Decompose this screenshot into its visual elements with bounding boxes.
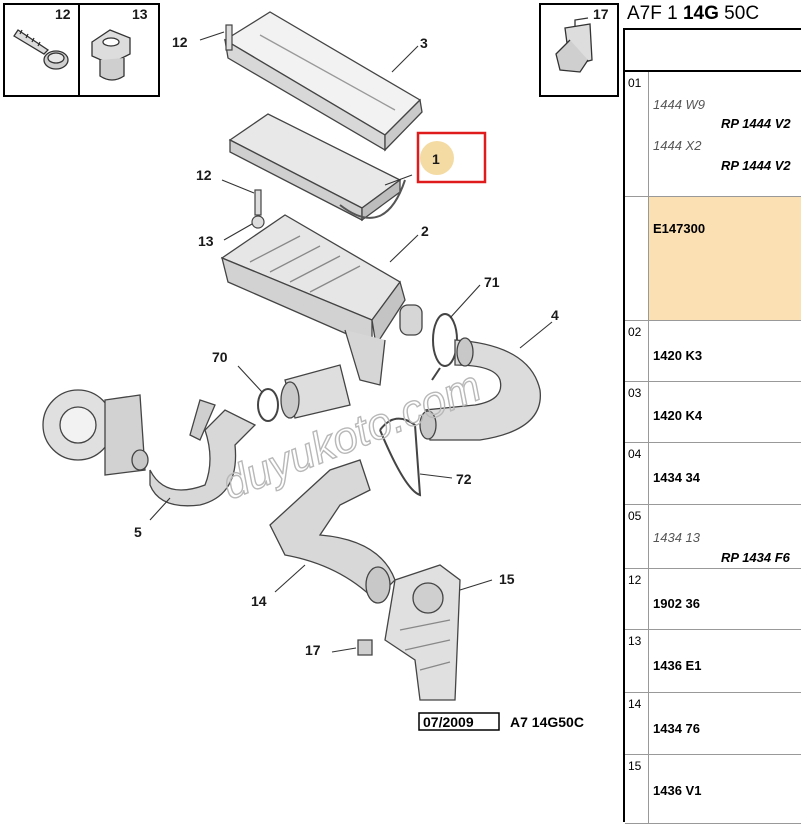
row-number: 12: [625, 569, 649, 629]
leader-lines: [149, 31, 553, 653]
row-number: 13: [625, 630, 649, 692]
part-ref: E147300: [653, 221, 706, 236]
footer-code: A7 14G50C: [510, 714, 584, 730]
table-row: 15 1436 V1: [625, 755, 801, 824]
header-part2: 14G: [682, 3, 719, 24]
part-ref: 1420 K3: [653, 348, 703, 363]
table-row: E147300: [625, 197, 801, 321]
footer-date: 07/2009: [423, 714, 474, 730]
callout-label: 13: [132, 6, 148, 22]
part-ref: 1420 K4: [653, 408, 703, 423]
bracket-15-part: [384, 564, 461, 701]
callout-label: 71: [484, 274, 500, 290]
row-cell: E147300: [649, 197, 801, 320]
callout-label: 17: [305, 642, 321, 658]
row-cell: 1420 K4: [649, 382, 801, 442]
air-filter-element-part: [228, 113, 406, 222]
panel-header: A7F 1 14G 50C: [623, 0, 801, 28]
airflow-sensor-part: [280, 364, 351, 419]
callout-label: 17: [593, 6, 609, 22]
part-ref: 1434 13: [653, 530, 700, 545]
table-row: 05 1434 13 RP 1434 F6: [625, 505, 801, 569]
row-number: 02: [625, 321, 649, 381]
part-ref: 1902 36: [653, 596, 700, 611]
row-cell: 1434 13 RP 1434 F6: [649, 505, 801, 568]
callout-label: 12: [55, 6, 71, 22]
part-ref: 1436 V1: [653, 783, 702, 798]
header-part3: 50C: [718, 3, 760, 24]
parts-table: 01 1444 W9 RP 1444 V2 1444 X2 RP 1444 V2 E147…: [623, 28, 801, 824]
intake-duct-14-part: [269, 459, 396, 604]
callout-label: 15: [499, 571, 515, 587]
table-row: 14 1434 76: [625, 693, 801, 755]
row-cell: 1436 E1: [649, 630, 801, 692]
replacement-ref: RP 1444 V2: [721, 116, 791, 131]
row-cell: 1444 W9 RP 1444 V2 1444 X2 RP 1444 V2: [649, 72, 801, 196]
row-number: 01: [625, 72, 649, 196]
table-row: 01 1444 W9 RP 1444 V2 1444 X2 RP 1444 V2: [625, 72, 801, 197]
air-filter-cover-part: [223, 11, 423, 152]
row-number: 05: [625, 505, 649, 568]
callout-1-marker: [420, 141, 454, 175]
callout-label: 12: [172, 34, 188, 50]
exploded-parts-diagram: 12 13 17 12 3 1 12 13 2 71 4 70 5 72 14 …: [3, 3, 619, 731]
callout-label: 5: [134, 524, 142, 540]
row-number: 03: [625, 382, 649, 442]
table-row: 02 1420 K3: [625, 321, 801, 382]
callout-label: 70: [212, 349, 228, 365]
air-filter-housing-part: [220, 214, 423, 386]
row-cell: 1420 K3: [649, 321, 801, 381]
part-ref: 1434 76: [653, 721, 700, 736]
callout-label: 14: [251, 593, 267, 609]
callout-label: 2: [421, 223, 429, 239]
nut-13-icon: [91, 29, 131, 81]
callout-label: 1: [432, 151, 440, 167]
header-part1: A7F 1: [627, 3, 683, 24]
replacement-ref: RP 1444 V2: [721, 158, 791, 173]
row-cell: 1434 34: [649, 443, 801, 504]
callout-label: 72: [456, 471, 472, 487]
row-number: 04: [625, 443, 649, 504]
row-cell: 1436 V1: [649, 755, 801, 823]
part-ref: 1444 W9: [653, 97, 706, 112]
clip-17-part: [357, 639, 373, 656]
seal-ring-70-part: [257, 388, 279, 422]
row-number: [625, 197, 649, 320]
row-number: 15: [625, 755, 649, 823]
table-row: 04 1434 34: [625, 443, 801, 505]
table-top-row: [625, 30, 801, 72]
replacement-ref: RP 1434 F6: [721, 550, 790, 565]
housing-bolt-part: [225, 24, 265, 229]
callout-label: 12: [196, 167, 212, 183]
row-cell: 1902 36: [649, 569, 801, 629]
parts-table-panel: A7F 1 14G 50C 01 1444 W9 RP 1444 V2 1444 X2…: [623, 0, 801, 824]
part-ref: 1444 X2: [653, 138, 702, 153]
row-number: 14: [625, 693, 649, 754]
callout-label: 3: [420, 35, 428, 51]
row-cell: 1434 76: [649, 693, 801, 754]
callout-label: 13: [198, 233, 214, 249]
hose-clamp-72-part: [379, 417, 422, 497]
table-row: 13 1436 E1: [625, 630, 801, 693]
highlight-box: [416, 131, 487, 184]
turbo-hose-5-part: [149, 399, 257, 507]
turbocharger-part: [42, 389, 149, 476]
callout-label: 4: [551, 307, 559, 323]
clip-17-icon: [555, 17, 593, 73]
screw-12-icon: [13, 29, 69, 70]
part-ref: 1436 E1: [653, 658, 702, 673]
footer-date-box: [418, 712, 500, 731]
air-hose-4-part: [419, 337, 541, 441]
table-row: 12 1902 36: [625, 569, 801, 630]
table-row: 03 1420 K4: [625, 382, 801, 443]
part-ref: 1434 34: [653, 470, 700, 485]
